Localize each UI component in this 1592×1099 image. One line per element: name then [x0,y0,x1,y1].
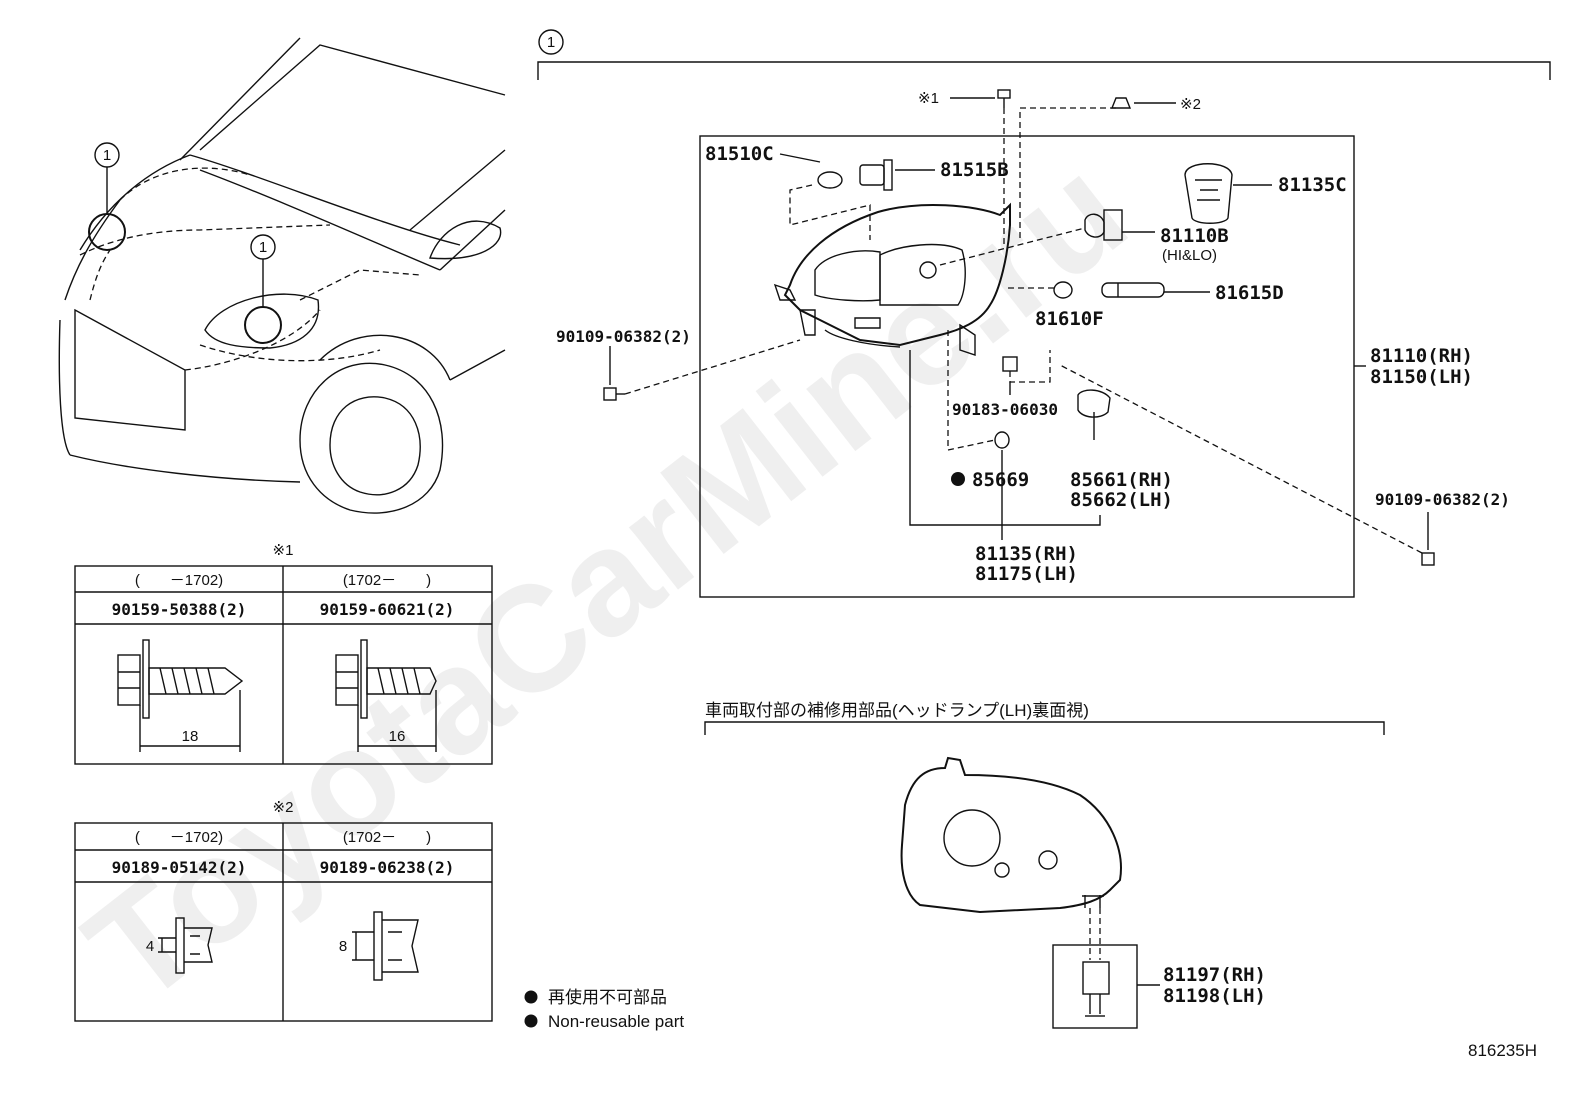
non-reusable-dot-icon [951,472,965,486]
bulb-icon [817,171,843,189]
label-81135-rh: 81135(RH) [975,543,1078,565]
fastener-table-2: ※2 ( －1702) (1702－ ) 90189-05142(2) 9018… [74,799,493,1022]
assembly-callout: 1 [547,34,555,51]
label-81150-lh: 81150(LH) [1370,366,1473,388]
screw-icon [997,89,1011,108]
bolt-icon [1421,552,1435,566]
table2-col2-part: 90189-06238(2) [320,858,455,877]
ref-mark-1: ※1 [918,90,939,107]
label-85662-lh: 85662(LH) [1070,489,1173,511]
callout-1-a: 1 [103,147,111,164]
o-ring-icon [994,431,1010,449]
cap-icon [1184,163,1233,224]
headlamp-housing-icon [773,202,1011,356]
label-81615d: 81615D [1215,282,1284,304]
table1-col1-range: ( －1702) [135,572,223,589]
table2-title: ※2 [273,799,294,816]
fastener-table-1: ※1 ( －1702) (1702－ ) 90159-50388(2) 9015… [74,542,493,765]
bulb-icon [1084,209,1123,241]
table1-col2-range: (1702－ ) [343,572,431,589]
screw-icon [1082,961,1110,1017]
label-90109-left: 90109-06382(2) [556,327,691,346]
bolt-icon: 18 [117,639,244,752]
label-81198-lh: 81198(LH) [1163,985,1266,1007]
label-81510c: 81510C [705,143,774,165]
diagram-code: 816235H [1468,1041,1537,1060]
repair-kit-box [1052,944,1138,1029]
table2-col1-range: ( －1702) [135,829,223,846]
bulb-icon [1077,389,1111,440]
bolt-icon [603,387,625,401]
legend: 再使用不可部品 Non-reusable part [524,987,684,1031]
clip-icon: 8 [339,911,419,981]
label-85661-rh: 85661(RH) [1070,469,1173,491]
table2-col1-dim: 4 [146,938,154,955]
bulb-icon [1101,282,1165,298]
repair-parts-section: 車両取付部の補修用部品(ヘッドランプ(LH)裏面視) 81197(RH) 811… [704,700,1385,1029]
socket-icon [859,159,893,191]
table1-col1-dim: 18 [182,728,199,745]
label-90183: 90183-06030 [952,400,1058,419]
table2-col2-dim: 8 [339,938,347,955]
label-90109-right: 90109-06382(2) [1375,490,1510,509]
repair-section-title: 車両取付部の補修用部品(ヘッドランプ(LH)裏面視) [705,700,1089,720]
table1-col2-part: 90159-60621(2) [320,600,455,619]
table1-col2-dim: 16 [389,728,406,745]
table1-title: ※1 [273,542,294,559]
headlamp-assembly-section: 1 ※1 ※2 81510C 81515B [537,29,1551,598]
table2-col2-range: (1702－ ) [343,829,431,846]
callout-1-b: 1 [259,239,267,256]
label-81610f: 81610F [1035,308,1104,330]
table2-col1-part: 90189-05142(2) [112,858,247,877]
label-85669: 85669 [972,469,1029,491]
legend-en: Non-reusable part [548,1012,684,1031]
clip-icon: 4 [146,917,213,974]
bulb-icon [1053,281,1073,299]
table1-col1-part: 90159-50388(2) [112,600,247,619]
car-front-illustration: 1 1 [58,37,506,514]
clip-icon [1110,97,1132,109]
bolt-icon: 16 [335,639,437,752]
label-81110b-note: (HI&LO) [1162,247,1217,264]
ref-mark-2: ※2 [1180,96,1201,113]
headlamp-back-view-icon [900,756,1122,914]
label-81515b: 81515B [940,159,1009,181]
non-reusable-dot-icon [524,1014,538,1028]
label-81110-rh: 81110(RH) [1370,345,1473,367]
label-81175-lh: 81175(LH) [975,563,1078,585]
legend-jp: 再使用不可部品 [548,987,667,1007]
label-81110b: 81110B [1160,225,1229,247]
label-81197-rh: 81197(RH) [1163,964,1266,986]
non-reusable-dot-icon [524,990,538,1004]
label-81135c: 81135C [1278,174,1347,196]
